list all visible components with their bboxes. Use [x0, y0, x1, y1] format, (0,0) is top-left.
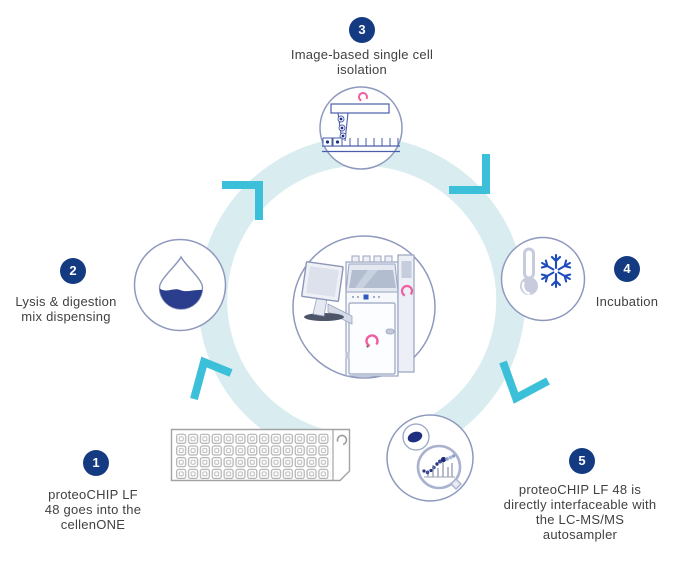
monitor-icon — [301, 261, 344, 303]
step-3-badge: 3 — [349, 17, 375, 43]
pink-logo-icon — [400, 284, 414, 298]
step-2-droplet-icon — [133, 238, 227, 332]
step-1-badge: 1 — [83, 450, 109, 476]
step-4-label: Incubation — [566, 294, 688, 309]
pink-logo-icon — [365, 334, 379, 348]
step-1-label-line: 48 goes into the — [44, 502, 142, 517]
step-3-label-line: isolation — [337, 62, 387, 77]
step-2-label-line: Lysis & digestion — [15, 294, 117, 309]
monitor-base — [304, 313, 344, 321]
chip-logo-icon — [336, 434, 348, 446]
step-5-label-line: proteoCHIP LF 48 is — [518, 482, 642, 497]
step-5-label-line: autosampler — [542, 527, 618, 542]
step-4-label-line: Incubation — [595, 294, 659, 309]
magnifier-handle — [450, 478, 462, 490]
step-3-label: Image-based single cell isolation — [262, 47, 462, 77]
cycle-chevron-top-left-icon — [222, 181, 263, 220]
step-1-label: proteoCHIP LF 48 goes into the cellenONE — [13, 487, 173, 532]
step-5-label-line: the LC-MS/MS — [535, 512, 625, 527]
cycle-chevron-bottom-right-icon — [499, 360, 550, 404]
step-4-badge: 4 — [614, 256, 640, 282]
snowflake-icon — [540, 253, 572, 289]
step-2-label-line: mix dispensing — [21, 309, 111, 324]
step-1-label-line: cellenONE — [60, 517, 126, 532]
proteochip-plate-illustration — [170, 428, 351, 482]
step-5-badge: 5 — [569, 448, 595, 474]
step-2-label: Lysis & digestion mix dispensing — [0, 294, 132, 324]
step-4-incubation-icon — [500, 236, 586, 322]
cycle-chevron-bottom-left-icon — [190, 356, 233, 401]
thermometer-icon — [520, 247, 538, 295]
step-3-label-line: Image-based single cell — [290, 47, 434, 62]
cycle-chevron-top-right-icon — [449, 154, 490, 194]
cellenone-instrument-illustration — [292, 235, 436, 379]
step-5-cell-magnifier-icon — [386, 414, 474, 502]
step-3-dispenser-icon — [319, 86, 403, 170]
step-5-label-line: directly interfaceable with — [503, 497, 657, 512]
step-5-label: proteoCHIP LF 48 is directly interfaceab… — [487, 482, 673, 542]
step-2-badge: 2 — [60, 258, 86, 284]
step-1-label-line: proteoCHIP LF — [48, 487, 138, 502]
